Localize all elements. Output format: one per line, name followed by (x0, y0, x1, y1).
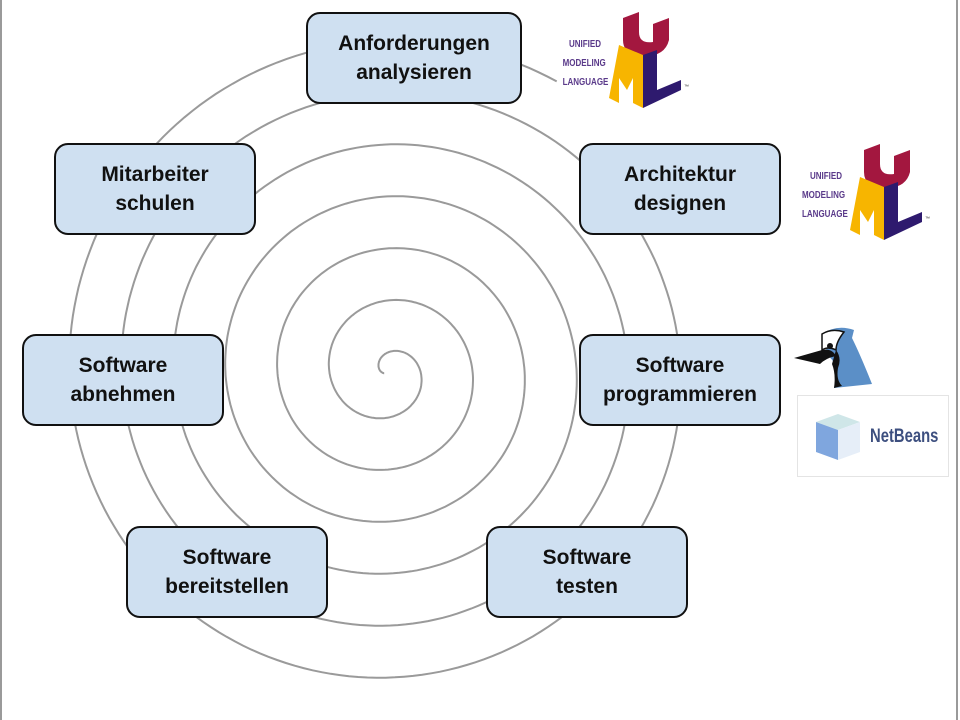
step-label: schulen (115, 192, 195, 215)
step-label: Anforderungen (338, 32, 490, 55)
step-testing: Software testen (486, 526, 688, 618)
step-label: analysieren (356, 61, 472, 84)
svg-text:™: ™ (925, 216, 930, 222)
step-label: testen (556, 575, 618, 598)
step-acceptance: Software abnehmen (22, 334, 224, 426)
slide-border-right (956, 0, 958, 720)
step-programming: Software programmieren (579, 334, 781, 426)
step-label: designen (633, 192, 727, 215)
step-label: Software (182, 546, 272, 569)
step-label: Software (635, 354, 725, 377)
slide-border-left (0, 0, 2, 720)
uml-logo: UNIFIED MODELING LANGUAGE ™ (553, 10, 693, 110)
step-label: bereitstellen (165, 575, 289, 598)
uml-cube-icon: ™ (609, 12, 689, 108)
step-label: Software (542, 546, 632, 569)
step-architecture-design: Architektur designen (579, 143, 781, 235)
bluej-bird-icon (794, 327, 872, 388)
step-label: abnehmen (70, 383, 176, 406)
netbeans-logo: NetBeans (797, 395, 949, 477)
step-label: Architektur (623, 163, 737, 186)
step-deployment: Software bereitstellen (126, 526, 328, 618)
uml-logo: UNIFIED MODELING LANGUAGE ™ (792, 142, 937, 242)
step-staff-training: Mitarbeiter schulen (54, 143, 256, 235)
step-label: Mitarbeiter (101, 163, 209, 186)
netbeans-cube-icon (816, 414, 860, 460)
uml-cube-icon: ™ (850, 144, 930, 240)
step-label: Software (78, 354, 168, 377)
step-requirements-analysis: Anforderungen analysieren (306, 12, 522, 104)
step-label: programmieren (602, 383, 758, 406)
svg-text:™: ™ (684, 84, 689, 90)
